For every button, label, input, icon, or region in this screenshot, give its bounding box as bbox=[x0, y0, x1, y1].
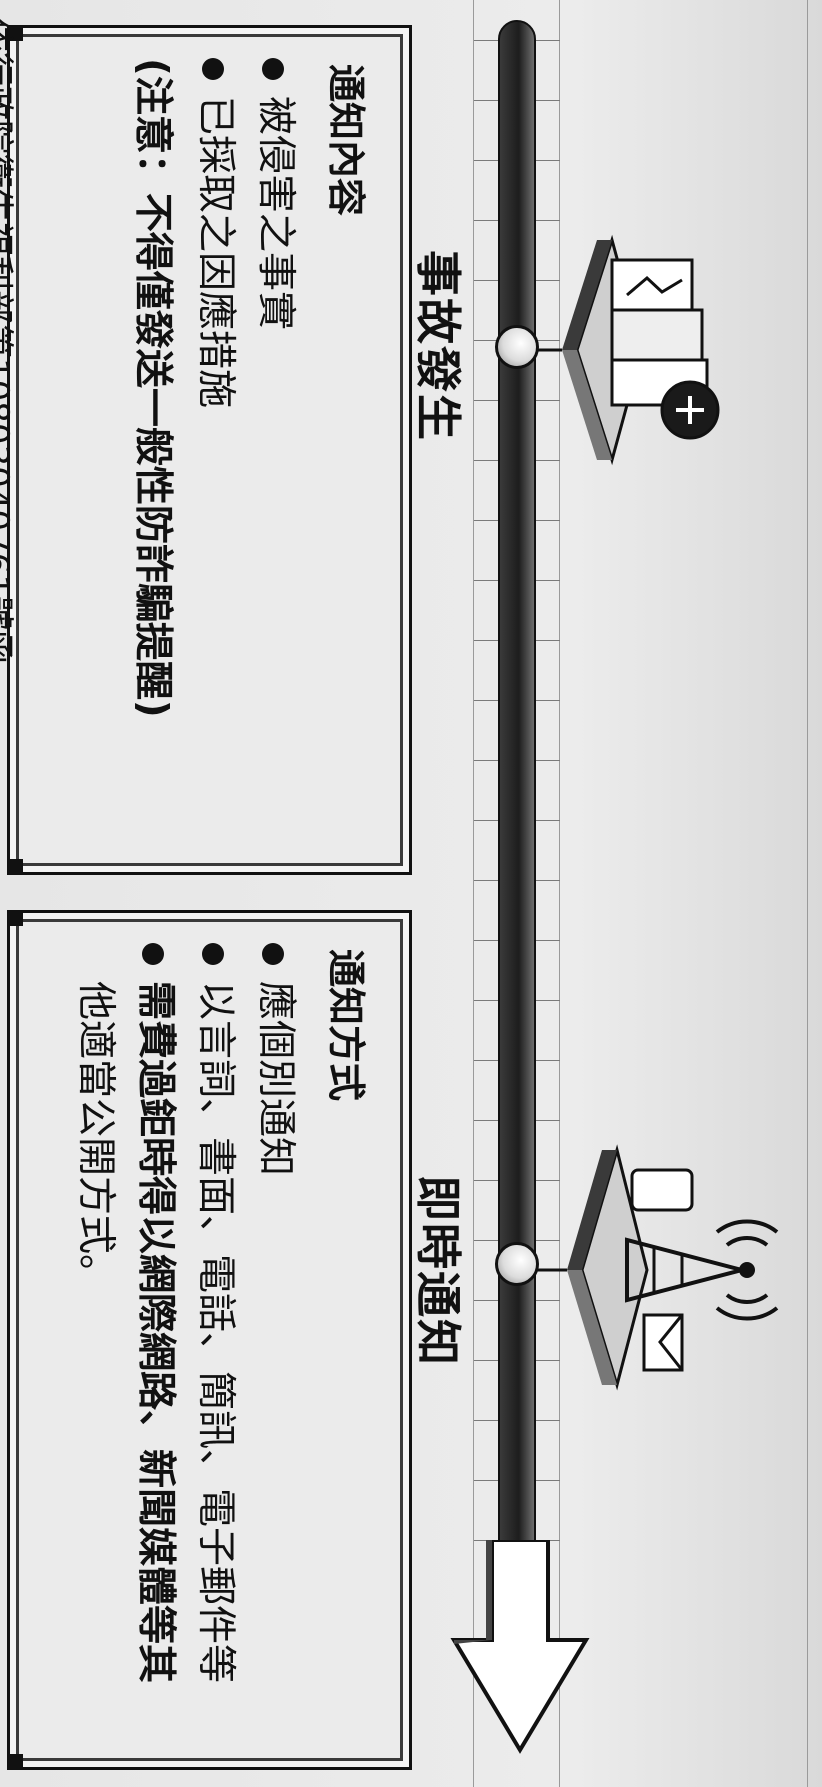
method-item-text: 應個別通知 bbox=[253, 981, 298, 1177]
timeline-node-start bbox=[495, 325, 539, 369]
note-suffix: ) bbox=[130, 699, 175, 718]
content-item-text: 已採取之因應措施 bbox=[193, 96, 238, 409]
content-item-2: 已採取之因應措施 bbox=[191, 58, 247, 408]
note-warning: 不得僅發送一般性防詐騙提醒 bbox=[130, 192, 175, 700]
content-item-text: 被侵害之事實 bbox=[253, 96, 298, 331]
method-item-1: 應個別通知 bbox=[251, 943, 307, 1176]
timeline-bar bbox=[498, 20, 536, 1580]
content-box-title: 通知內容 bbox=[324, 64, 368, 217]
content-item-1: 被侵害之事實 bbox=[251, 58, 307, 330]
method-item-text: 需費過鉅時得以網際網路、新聞媒體等其 bbox=[133, 981, 178, 1684]
bullet-icon bbox=[262, 943, 285, 965]
box-corner bbox=[7, 1754, 23, 1770]
method-item-2: 以言詞、書面、電話、簡訊、電子郵件等 bbox=[191, 943, 247, 1683]
bullet-icon bbox=[202, 943, 225, 965]
timeline-arrow-icon bbox=[450, 1540, 590, 1754]
box-corner bbox=[7, 859, 23, 875]
note-prefix: (注意： bbox=[130, 58, 175, 193]
bullet-icon bbox=[262, 58, 285, 80]
notification-content-box: 通知內容 被侵害之事實 已採取之因應措施 (注意：不得僅發送一般性防詐騙提醒) bbox=[7, 25, 412, 875]
damaged-server-icon bbox=[532, 234, 720, 466]
bullet-icon bbox=[202, 58, 225, 80]
box-corner bbox=[7, 910, 23, 926]
method-box-title: 通知方式 bbox=[324, 949, 368, 1102]
grid-line-top bbox=[807, 0, 808, 1787]
footnote: 依行政院衛生福利部第10803040761號函…… bbox=[0, 18, 16, 732]
method-item-3-continued: 他適當公開方式。 bbox=[73, 981, 118, 1294]
timeline-node-end bbox=[495, 1242, 539, 1286]
node-label-incident: 事故發生 bbox=[411, 250, 465, 442]
content-note: (注意：不得僅發送一般性防詐騙提醒) bbox=[128, 58, 184, 718]
method-item-text: 以言詞、書面、電話、簡訊、電子郵件等 bbox=[193, 981, 238, 1684]
node-label-notify: 即時通知 bbox=[411, 1175, 465, 1367]
notification-method-box: 通知方式 應個別通知 以言詞、書面、電話、簡訊、電子郵件等 需費過鉅時得以網際網… bbox=[7, 910, 412, 1770]
method-item-3: 需費過鉅時得以網際網路、新聞媒體等其 bbox=[131, 943, 187, 1683]
bullet-icon bbox=[142, 943, 165, 965]
broadcast-tower-email-icon bbox=[532, 1144, 779, 1391]
